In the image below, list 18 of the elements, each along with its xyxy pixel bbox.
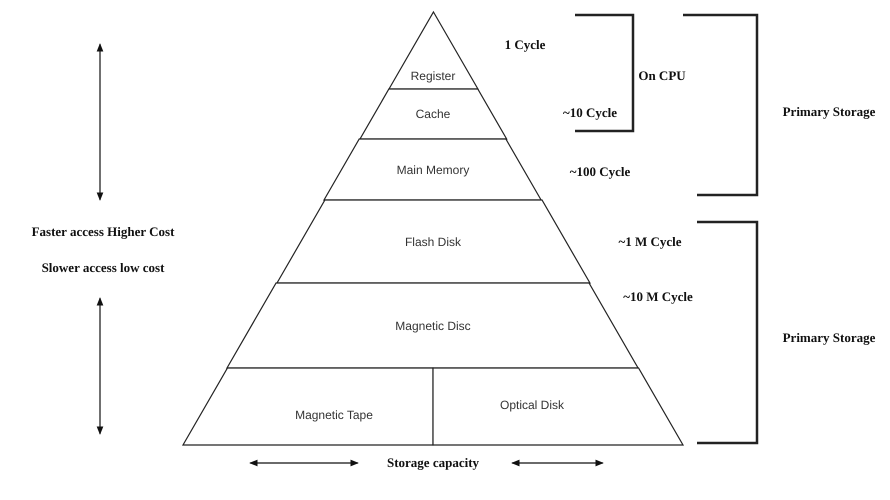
axis-label: Storage capacity: [386, 455, 480, 471]
cycle-label: ~100 Cycle: [570, 164, 630, 180]
tier-label: Optical Disk: [500, 398, 564, 412]
axis-label: Faster access Higher Cost: [32, 224, 174, 240]
cycle-label: ~10 Cycle: [562, 105, 618, 121]
cycle-label: ~1 M Cycle: [618, 234, 682, 250]
axis-label: Slower access low cost: [42, 260, 164, 276]
tier-label: Cache: [416, 107, 450, 121]
tier-label: Main Memory: [396, 162, 470, 176]
group-label: Primary Storage: [782, 104, 876, 120]
cycle-label: 1 Cycle: [504, 37, 546, 53]
cycle-label: ~10 M Cycle: [623, 289, 693, 305]
group-label: Primary Storage: [782, 330, 876, 346]
group-label: On CPU: [638, 68, 686, 84]
tier-label: Flash Disk: [404, 234, 461, 248]
tier-label: Magnetic Disc: [395, 318, 471, 332]
tier-label: Magnetic Tape: [295, 408, 373, 422]
tier-label: Register: [410, 69, 456, 83]
